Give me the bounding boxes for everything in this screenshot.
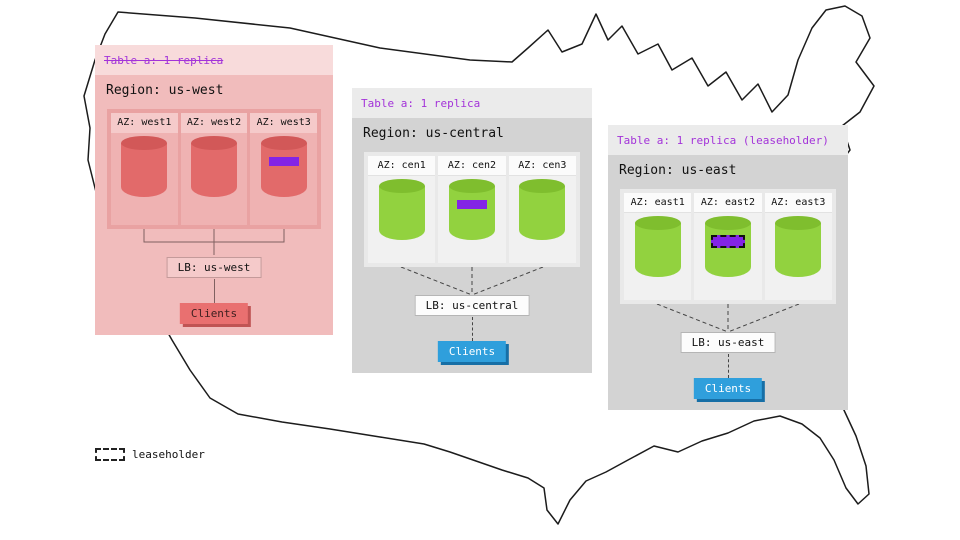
- az-body: [181, 133, 248, 225]
- az-cell-cen2: AZ: cen2: [438, 156, 506, 263]
- az-label: AZ: west1: [111, 113, 178, 133]
- replica-range-marker: [268, 157, 299, 166]
- table-label-us-west: Table a: 1 replica: [95, 45, 333, 75]
- table-label-us-east: Table a: 1 replica (leaseholder): [608, 125, 848, 155]
- az-body: [368, 176, 435, 263]
- leaseholder-legend: leaseholder: [95, 448, 205, 461]
- clients-box-us-central: Clients: [437, 341, 507, 362]
- replica-cylinder: [378, 179, 425, 240]
- table-label-text: Table a: 1 replica: [104, 53, 224, 67]
- az-body: [624, 213, 691, 300]
- clients-box-us-east: Clients: [693, 378, 763, 399]
- table-label-text: Table a: 1 replica: [361, 96, 481, 110]
- replica-cylinder: [634, 216, 681, 277]
- table-label-text: Table a: 1 replica (leaseholder): [617, 133, 829, 147]
- region-card-us-east: Table a: 1 replica (leaseholder) Region:…: [608, 125, 848, 410]
- az-cell-east1: AZ: east1: [624, 193, 692, 300]
- replica-cylinder: [260, 136, 307, 197]
- az-cell-west2: AZ: west2: [180, 113, 248, 225]
- load-balancer-us-west: LB: us-west: [166, 257, 262, 278]
- leaseholder-legend-label: leaseholder: [132, 448, 205, 461]
- az-cell-east3: AZ: east3: [764, 193, 832, 300]
- lb-clients-connector: [214, 279, 215, 303]
- replica-cylinder: [191, 136, 237, 197]
- az-lb-connectors: [656, 304, 800, 332]
- az-cell-cen1: AZ: cen1: [368, 156, 436, 263]
- az-body: [250, 133, 317, 225]
- lb-clients-connector: [728, 354, 729, 378]
- az-body: [694, 213, 761, 300]
- region-title-us-central: Region: us-central: [363, 126, 504, 141]
- az-label: AZ: east2: [694, 193, 762, 213]
- replica-cylinder: [775, 216, 822, 277]
- region-title-us-east: Region: us-east: [619, 163, 737, 178]
- leaseholder-swatch-icon: [95, 448, 125, 461]
- replica-range-marker: [456, 200, 487, 209]
- az-cell-west1: AZ: west1: [111, 113, 178, 225]
- replica-cylinder: [448, 179, 495, 240]
- region-title-us-west: Region: us-west: [106, 83, 224, 98]
- az-cell-east2: AZ: east2: [694, 193, 762, 300]
- lb-clients-connector: [472, 317, 473, 341]
- az-panel-us-west: AZ: west1 AZ: west2 AZ: west3: [107, 109, 321, 229]
- az-label: AZ: west2: [180, 113, 248, 133]
- az-label: AZ: cen3: [508, 156, 576, 176]
- az-panel-us-east: AZ: east1 AZ: east2 AZ: east3: [620, 189, 836, 304]
- az-body: [111, 133, 178, 225]
- az-body: [438, 176, 505, 263]
- az-label: AZ: west3: [250, 113, 318, 133]
- replica-cylinder: [519, 179, 566, 240]
- load-balancer-us-east: LB: us-east: [680, 332, 776, 353]
- replica-cylinder: [704, 216, 751, 277]
- az-lb-connectors: [143, 229, 285, 255]
- az-label: AZ: cen2: [438, 156, 506, 176]
- az-label: AZ: cen1: [368, 156, 436, 176]
- clients-box-us-west: Clients: [179, 303, 249, 324]
- az-body: [765, 213, 832, 300]
- az-lb-connectors: [400, 267, 544, 295]
- table-label-us-central: Table a: 1 replica: [352, 88, 592, 118]
- az-panel-us-central: AZ: cen1 AZ: cen2 AZ: cen3: [364, 152, 580, 267]
- region-card-us-west: Table a: 1 replica Region: us-west AZ: w…: [95, 45, 333, 335]
- az-body: [509, 176, 576, 263]
- region-card-us-central: Table a: 1 replica Region: us-central AZ…: [352, 88, 592, 373]
- replica-cylinder: [121, 136, 168, 197]
- leaseholder-range-marker: [710, 235, 745, 248]
- load-balancer-us-central: LB: us-central: [414, 295, 530, 316]
- az-label: AZ: east3: [764, 193, 832, 213]
- az-label: AZ: east1: [624, 193, 692, 213]
- az-cell-west3: AZ: west3: [250, 113, 318, 225]
- az-cell-cen3: AZ: cen3: [508, 156, 576, 263]
